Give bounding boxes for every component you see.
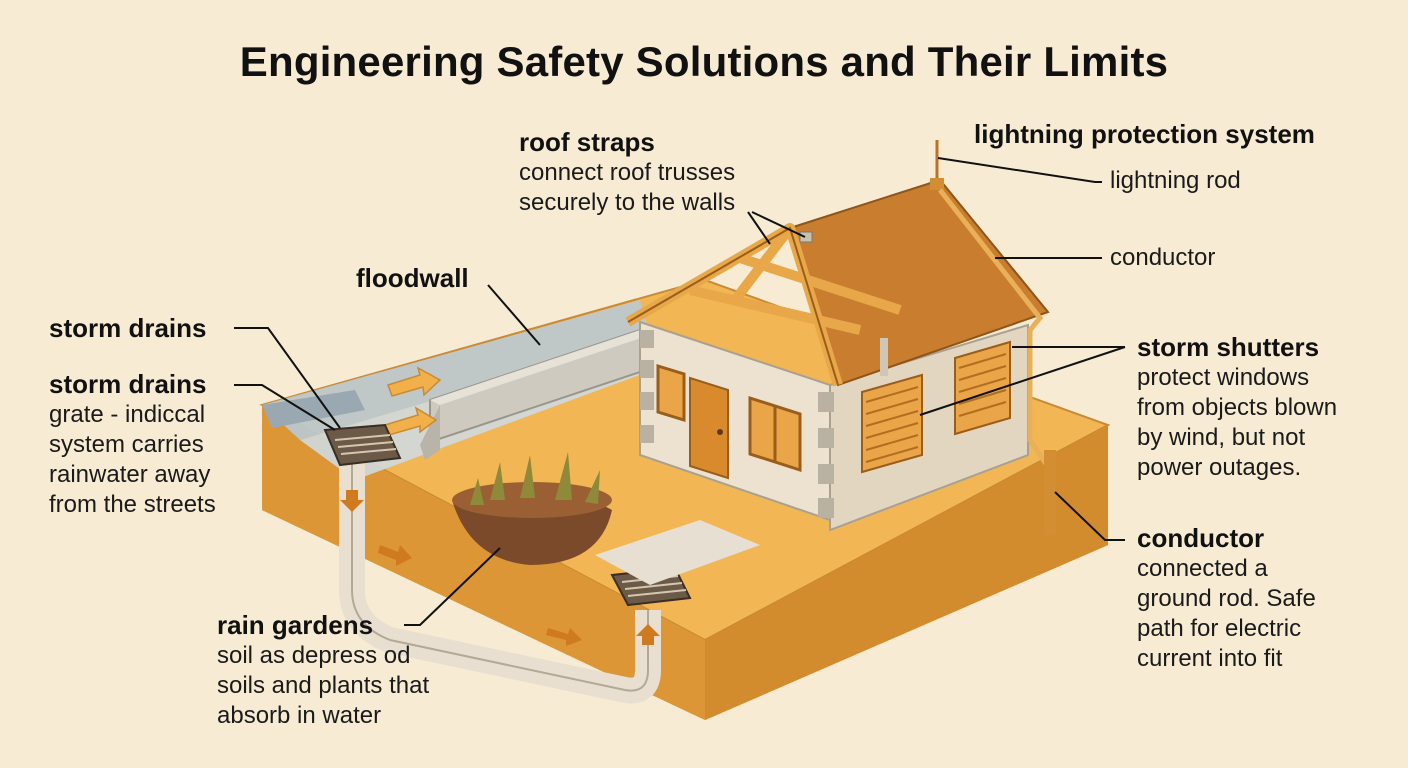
conductor-bottom-line: current into fit bbox=[1137, 645, 1283, 672]
storm-drains-line: system carries bbox=[49, 431, 204, 458]
conductor-bottom-line: path for electric bbox=[1137, 615, 1302, 642]
floodwall bbox=[420, 328, 650, 460]
storm-drains-line: from the streets bbox=[49, 491, 216, 518]
roof-straps-heading: roof straps bbox=[519, 127, 655, 157]
flow-arrows bbox=[383, 366, 442, 436]
page-title: Engineering Safety Solutions and Their L… bbox=[239, 38, 1169, 85]
storm-shutters-line: by wind, but not bbox=[1137, 424, 1306, 451]
rain-garden bbox=[452, 452, 612, 565]
rain-gardens-heading: rain gardens bbox=[217, 610, 374, 640]
storm-shutter-right bbox=[954, 340, 1011, 436]
conductor-bottom-line: ground rod. Safe bbox=[1137, 585, 1316, 612]
lightning-protection-heading: lightning protection system bbox=[974, 119, 1315, 149]
lightning-rod-label: lightning rod bbox=[1110, 167, 1241, 194]
rain-gardens-line: absorb in water bbox=[217, 702, 382, 729]
lightning-protection-heading-box: lightning protection system bbox=[974, 118, 1315, 150]
storm-shutter-left bbox=[861, 373, 923, 474]
roof-straps-label: roof straps connect roof trusses securel… bbox=[519, 126, 735, 218]
storm-drains-heading-1: storm drains bbox=[49, 313, 207, 343]
leader-lines bbox=[234, 157, 1126, 626]
storm-drains-label-2: storm drains grate - indiccal system car… bbox=[49, 368, 216, 520]
storm-shutters-heading: storm shutters bbox=[1137, 332, 1320, 362]
conductor-bottom-label: conductor connected a ground rod. Safe p… bbox=[1137, 522, 1316, 674]
rain-gardens-label: rain gardens soil as depress od soils an… bbox=[217, 609, 429, 731]
storm-shutters-line: protect windows bbox=[1137, 364, 1310, 391]
storm-drains-heading-2: storm drains bbox=[49, 369, 207, 399]
roof-straps-line: securely to the walls bbox=[519, 189, 736, 216]
rain-gardens-line: soils and plants that bbox=[217, 672, 430, 699]
drain-pipe bbox=[339, 455, 661, 704]
roof-straps-line: connect roof trusses bbox=[519, 159, 736, 186]
drain-grate-1 bbox=[323, 423, 402, 467]
storm-shutters-label: storm shutters protect windows from obje… bbox=[1137, 331, 1337, 483]
floodwall-label: floodwall bbox=[356, 262, 469, 294]
storm-drains-line: rainwater away bbox=[49, 461, 211, 488]
storm-drains-label-1: storm drains bbox=[49, 312, 207, 344]
rain-gardens-line: soil as depress od bbox=[217, 642, 411, 669]
floodwall-heading: floodwall bbox=[356, 263, 469, 293]
storm-shutters-line: power outages. bbox=[1137, 454, 1302, 481]
conductor-bottom-line: connected a bbox=[1137, 555, 1268, 582]
house bbox=[625, 140, 1056, 535]
storm-drains-line: grate - indiccal bbox=[49, 401, 206, 428]
conductor-top-label: conductor bbox=[1110, 244, 1216, 271]
conductor-bottom-heading: conductor bbox=[1137, 523, 1265, 553]
storm-shutters-line: from objects blown bbox=[1137, 394, 1338, 421]
walkway bbox=[595, 520, 760, 585]
